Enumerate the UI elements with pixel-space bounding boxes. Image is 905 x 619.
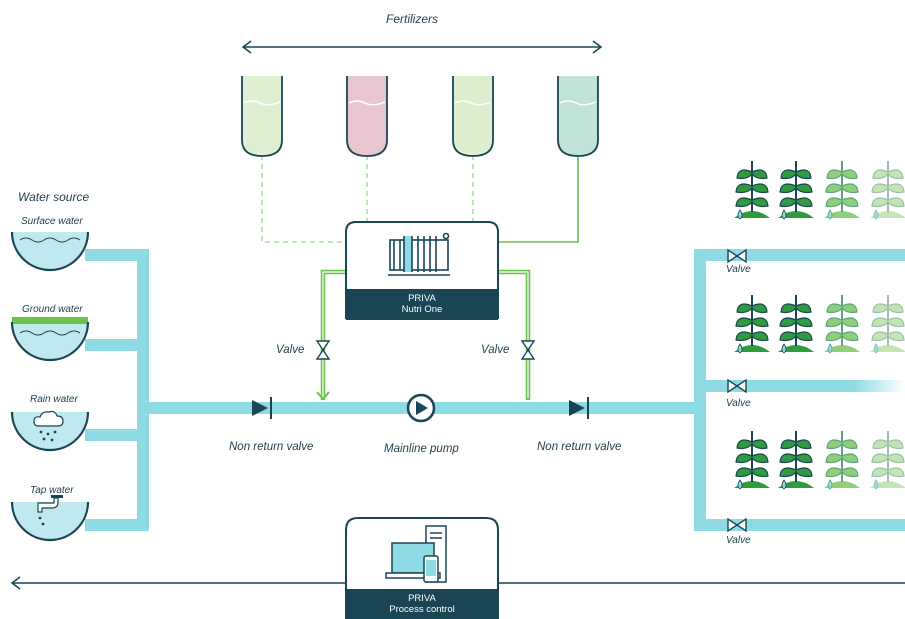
mainline-pump-label: Mainline pump (384, 443, 459, 455)
fertilizers-label: Fertilizers (386, 12, 439, 26)
fertilizer-solid-line (498, 155, 579, 243)
ground-water-bowl (10, 317, 90, 362)
tap-icon (37, 495, 63, 526)
plant-icon (734, 295, 770, 354)
fertilizer-dashed-lines (261, 155, 474, 243)
non-return-valve-right-icon[interactable] (569, 397, 589, 419)
branch-pipe-2 (700, 380, 905, 392)
valve-icon-right[interactable] (520, 340, 536, 360)
computer-devices-icon (385, 525, 447, 583)
process-control-line2: Process control (389, 604, 455, 615)
tap-water-bowl (10, 501, 90, 542)
branch-valve-icon-3[interactable] (727, 517, 747, 533)
branch-valve-label-3: Valve (726, 535, 751, 546)
fertilizers-arrow (241, 40, 603, 54)
mainline-pump-icon[interactable] (406, 393, 436, 423)
plant-icon (870, 431, 905, 490)
ground-water-label: Ground water (22, 304, 83, 315)
valve-right-label: Valve (481, 344, 510, 356)
fertilizer-tank-1 (241, 76, 283, 157)
rain-water-label: Rain water (30, 394, 78, 405)
valve-icon-left[interactable] (315, 340, 331, 360)
plant-grid (734, 161, 905, 490)
plant-icon (734, 431, 770, 490)
radiator-icon (388, 232, 450, 276)
branch-valve-icon-2[interactable] (727, 378, 747, 394)
rain-water-bowl (10, 411, 90, 452)
plant-icon (778, 431, 814, 490)
nutri-one-line2: Nutri One (401, 304, 443, 315)
plant-icon (778, 295, 814, 354)
plant-icon (870, 161, 905, 220)
branch-pipe-1 (700, 249, 905, 261)
fertilizer-tank-3 (452, 76, 494, 157)
branch-valve-icon-1[interactable] (727, 248, 747, 264)
plant-icon (824, 295, 860, 354)
plant-icon (778, 161, 814, 220)
non-return-valve-right-label: Non return valve (537, 441, 622, 453)
surface-water-label: Surface water (21, 216, 83, 227)
surface-water-bowl (10, 231, 90, 272)
fertilizer-tank-2 (346, 76, 388, 157)
plant-icon (824, 161, 860, 220)
plant-icon (870, 295, 905, 354)
valve-left-label: Valve (276, 344, 305, 356)
cloud-icon (33, 410, 64, 442)
fertilizer-tank-4 (557, 76, 599, 157)
plant-icon (824, 431, 860, 490)
plant-icon (734, 161, 770, 220)
non-return-valve-left-icon[interactable] (252, 397, 272, 419)
process-control-line1: PRIVA (408, 593, 436, 604)
nutri-one-line1: PRIVA (408, 293, 436, 304)
branch-valve-label-1: Valve (726, 264, 751, 275)
water-source-title: Water source (18, 190, 90, 204)
branch-pipe-3 (700, 519, 905, 531)
process-control-label: PRIVA Process control (346, 593, 498, 615)
branch-valve-label-2: Valve (726, 398, 751, 409)
tap-water-label: Tap water (30, 485, 74, 496)
nutri-one-label: PRIVA Nutri One (346, 293, 498, 315)
non-return-valve-left-label: Non return valve (229, 441, 314, 453)
